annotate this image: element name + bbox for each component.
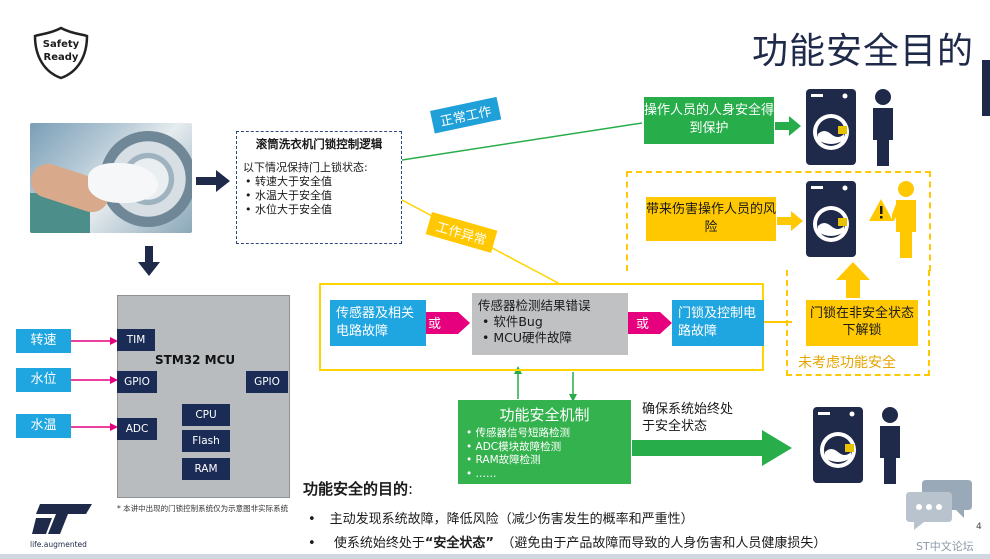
fault-operation-tag: 工作异常	[425, 212, 498, 253]
mechanism-item: 传感器信号短路检测	[466, 427, 623, 441]
washing-machine-icon	[806, 89, 856, 165]
badge-line1: Safety	[42, 39, 80, 50]
mechanism-item: ADC模块故障检测	[466, 441, 623, 455]
purpose-title: 功能安全的目的:	[303, 478, 413, 499]
safe-state-note: 确保系统始终处于安全状态	[642, 402, 734, 434]
or-arrow	[628, 312, 672, 334]
logic-intro: 以下情况保持门上锁状态:	[243, 161, 368, 174]
door-lock-logic-box: 滚筒洗衣机门锁控制逻辑 以下情况保持门上锁状态: 转速大于安全值 水温大于安全值…	[236, 131, 402, 244]
normal-operation-tag: 正常工作	[430, 96, 502, 134]
input-speed: 转速	[16, 329, 71, 353]
or-label: 或	[428, 317, 442, 332]
input-water-level: 水位	[16, 368, 71, 392]
logic-title: 滚筒洗衣机门锁控制逻辑	[255, 137, 383, 151]
lock-fault-box: 门锁及控制电路故障	[672, 300, 764, 346]
mcu-label: STM32 MCU	[155, 353, 236, 367]
no-safety-dashed-frame-lower	[786, 270, 930, 376]
bullet2-key: “安全状态”	[424, 536, 494, 551]
sensor-fault-box: 传感器及相关电路故障	[330, 300, 426, 346]
purpose-bullet-1: 主动发现系统故障，降低风险（减少伤害发生的概率和严重性）	[308, 508, 694, 527]
mcu-tim-block: TIM	[117, 329, 155, 351]
stm32-mcu-block	[117, 295, 290, 498]
bullet2-post: （避免由于产品故障而导致的人身伤害和人员健康损失）	[507, 536, 827, 551]
page-number: 4	[976, 522, 982, 532]
chat-icon	[906, 480, 972, 530]
arrow-right-icon	[775, 116, 801, 136]
badge-line2: Ready	[43, 52, 79, 63]
detection-item: 软件Bug	[482, 314, 622, 330]
person-icon	[892, 181, 916, 258]
bottom-rule	[0, 554, 990, 559]
st-tagline: life.augmented	[30, 540, 87, 549]
or-label: 或	[636, 317, 650, 332]
logic-item: 水位大于安全值	[245, 203, 395, 217]
mcu-cpu-block: CPU	[182, 404, 230, 426]
no-safety-label: 未考虑功能安全	[798, 355, 896, 371]
outcome-safe-box: 操作人员的人身安全得到保护	[644, 97, 774, 144]
washing-machine-photo	[30, 123, 192, 233]
arrow-down-icon	[138, 246, 160, 276]
big-arrow-right-icon	[632, 430, 792, 466]
unsafe-unlock-box: 门锁在非安全状态下解锁	[806, 300, 918, 346]
title-accent-bar	[982, 60, 990, 116]
bullet2-pre: 使系统始终处于	[333, 536, 425, 551]
person-icon	[880, 407, 900, 484]
mcu-flash-block: Flash	[182, 430, 230, 452]
mechanism-item: RAM故障检测	[466, 454, 623, 468]
detection-error-box: 传感器检测结果错误 软件Bug MCU硬件故障	[472, 293, 628, 355]
mcu-gpio-in-block: GPIO	[117, 371, 157, 393]
mcu-ram-block: RAM	[182, 458, 230, 480]
purpose-title-text: 功能安全的目的	[303, 480, 409, 498]
st-logo-icon	[32, 504, 92, 534]
detection-title: 传感器检测结果错误	[478, 298, 591, 313]
washing-machine-icon	[806, 181, 856, 257]
logic-item: 转速大于安全值	[245, 175, 395, 189]
footnote: * 本讲中出现的门锁控制系统仅为示意图非实际系统	[117, 504, 289, 513]
no-safety-dashed-frame	[626, 171, 931, 271]
mcu-gpio-out-block: GPIO	[246, 371, 288, 393]
mechanism-title: 功能安全机制	[499, 406, 590, 424]
or-arrow	[426, 312, 470, 334]
person-icon	[873, 89, 893, 166]
safety-ready-badge: Safety Ready	[32, 26, 90, 80]
washing-machine-icon	[813, 407, 863, 483]
detection-item: MCU硬件故障	[482, 330, 622, 346]
arrow-up-icon	[836, 262, 870, 298]
purpose-colon: :	[408, 480, 414, 498]
footer-text: ST中文论坛	[916, 540, 974, 553]
arrow-right-icon	[196, 170, 230, 192]
warning-icon	[869, 199, 893, 221]
page-title: 功能安全目的	[751, 31, 974, 72]
purpose-bullet-2: 使系统始终处于“安全状态” （避免由于产品故障而导致的人身伤害和人员健康损失）	[308, 532, 827, 551]
safety-mechanism-box: 功能安全机制 传感器信号短路检测 ADC模块故障检测 RAM故障检测 ……	[458, 400, 631, 484]
logic-item: 水温大于安全值	[245, 189, 395, 203]
input-water-temp: 水温	[16, 414, 71, 438]
arrow-right-icon	[777, 211, 803, 231]
mcu-adc-block: ADC	[117, 418, 157, 440]
mechanism-item: ……	[466, 468, 623, 482]
outcome-harm-box: 带来伤害操作人员的风险	[646, 197, 776, 241]
